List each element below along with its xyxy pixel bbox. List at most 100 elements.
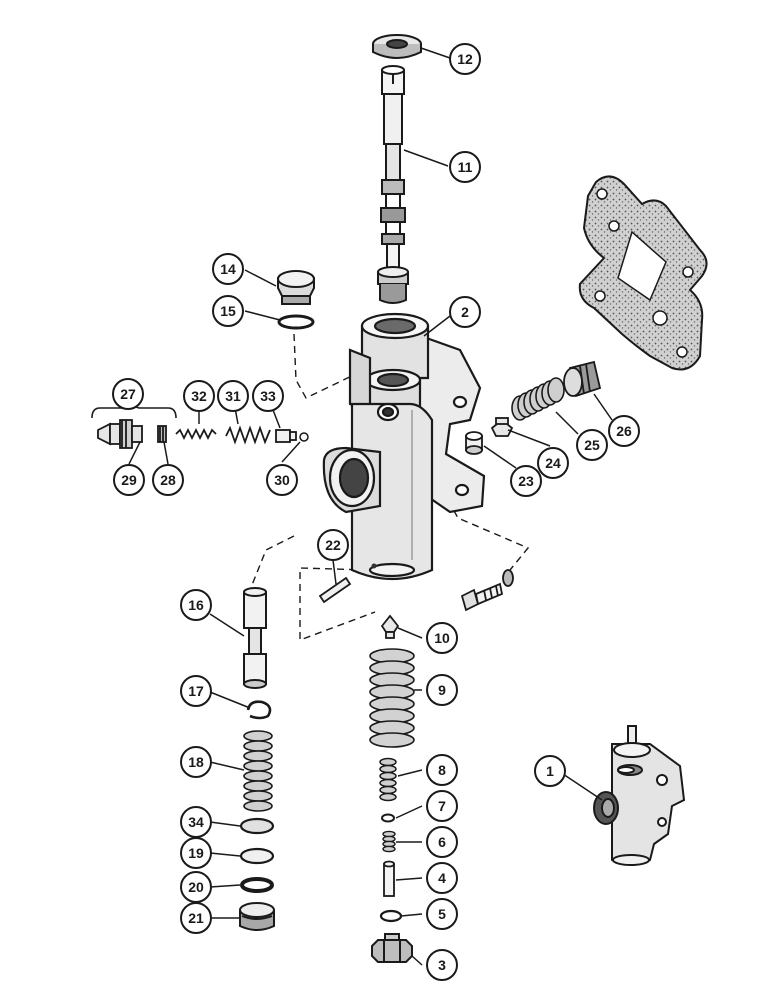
plug-26-part <box>563 360 602 398</box>
callout-22: 22 <box>317 529 349 561</box>
callout-17: 17 <box>180 675 212 707</box>
callout-4: 4 <box>426 862 458 894</box>
callout-circle <box>426 862 458 894</box>
callout-25: 25 <box>576 429 608 461</box>
callout-circle <box>576 429 608 461</box>
spring-18-part <box>243 730 273 812</box>
callout-circle <box>266 464 298 496</box>
plug-21-part <box>239 902 275 931</box>
callout-number: 7 <box>438 798 446 814</box>
spool-16-part <box>243 587 267 689</box>
callout-3: 3 <box>426 949 458 981</box>
callout-number: 10 <box>434 630 450 646</box>
callout-circle <box>180 902 212 934</box>
callout-27: 27 <box>112 378 144 410</box>
callout-circle <box>426 754 458 786</box>
callout-number: 24 <box>545 455 561 471</box>
callout-number: 14 <box>220 261 236 277</box>
callout-23: 23 <box>510 465 542 497</box>
callout-circle <box>426 622 458 654</box>
callout-number: 15 <box>220 303 236 319</box>
callout-circle <box>534 755 566 787</box>
callout-11: 11 <box>449 151 481 183</box>
callout-circle <box>180 837 212 869</box>
pin-22-part <box>318 576 352 604</box>
callout-number: 33 <box>260 388 276 404</box>
callout-2: 2 <box>449 296 481 328</box>
washer-34-part <box>239 817 275 835</box>
callout-number: 28 <box>160 472 176 488</box>
seat-23-part <box>465 431 483 455</box>
callout-30: 30 <box>266 464 298 496</box>
poppet-10-part <box>380 614 400 639</box>
callout-number: 20 <box>188 879 204 895</box>
assembled-valve-1-part <box>593 725 686 866</box>
callout-number: 3 <box>438 957 446 973</box>
spring-8-part <box>379 757 397 802</box>
callout-number: 29 <box>121 472 137 488</box>
callout-circle <box>426 949 458 981</box>
ball-30-part <box>299 432 309 442</box>
callout-26: 26 <box>608 415 640 447</box>
callout-number: 5 <box>438 906 446 922</box>
callout-34: 34 <box>180 806 212 838</box>
callout-circle <box>180 675 212 707</box>
valve-body-part <box>322 312 486 581</box>
callout-circle <box>510 465 542 497</box>
callout-number: 12 <box>457 51 473 67</box>
callout-circle <box>180 746 212 778</box>
bolt-part <box>460 569 514 612</box>
callout-number: 32 <box>191 388 207 404</box>
callout-number: 6 <box>438 834 446 850</box>
callout-24: 24 <box>537 447 569 479</box>
washer-7-part <box>381 813 395 823</box>
callout-circle <box>180 589 212 621</box>
callout-19: 19 <box>180 837 212 869</box>
callout-number: 31 <box>225 388 241 404</box>
callout-number: 2 <box>461 304 469 320</box>
callout-circle <box>449 43 481 75</box>
callout-number: 34 <box>188 814 204 830</box>
plug-14-part <box>277 270 315 305</box>
callout-circle <box>183 380 215 412</box>
callout-28: 28 <box>152 464 184 496</box>
o-ring-5-part <box>379 909 403 923</box>
spring-6-part <box>382 830 396 853</box>
callout-29: 29 <box>113 464 145 496</box>
callout-33: 33 <box>252 380 284 412</box>
callout-number: 18 <box>188 754 204 770</box>
callout-circle <box>113 464 145 496</box>
callout-circle <box>317 529 349 561</box>
callout-number: 17 <box>188 683 204 699</box>
callout-circle <box>217 380 249 412</box>
callout-18: 18 <box>180 746 212 778</box>
callout-circle <box>426 898 458 930</box>
callout-number: 16 <box>188 597 204 613</box>
callout-number: 27 <box>120 386 136 402</box>
poppet-33-part <box>275 429 297 443</box>
callout-12: 12 <box>449 43 481 75</box>
callout-20: 20 <box>180 871 212 903</box>
o-ring-15-part <box>277 314 315 330</box>
callout-number: 23 <box>518 473 534 489</box>
spring-9-part <box>369 648 415 748</box>
callout-number: 19 <box>188 845 204 861</box>
callout-circle <box>537 447 569 479</box>
callout-circle <box>252 380 284 412</box>
spring-25-part <box>511 377 565 421</box>
callout-16: 16 <box>180 589 212 621</box>
callout-15: 15 <box>212 295 244 327</box>
callout-32: 32 <box>183 380 215 412</box>
plug-3-part <box>371 933 413 963</box>
callout-31: 31 <box>217 380 249 412</box>
callout-8: 8 <box>426 754 458 786</box>
callout-14: 14 <box>212 253 244 285</box>
callout-10: 10 <box>426 622 458 654</box>
callout-number: 22 <box>325 537 341 553</box>
callout-21: 21 <box>180 902 212 934</box>
callout-circle <box>426 790 458 822</box>
fitting-29-part <box>97 419 143 449</box>
ring-28-part <box>157 425 167 443</box>
